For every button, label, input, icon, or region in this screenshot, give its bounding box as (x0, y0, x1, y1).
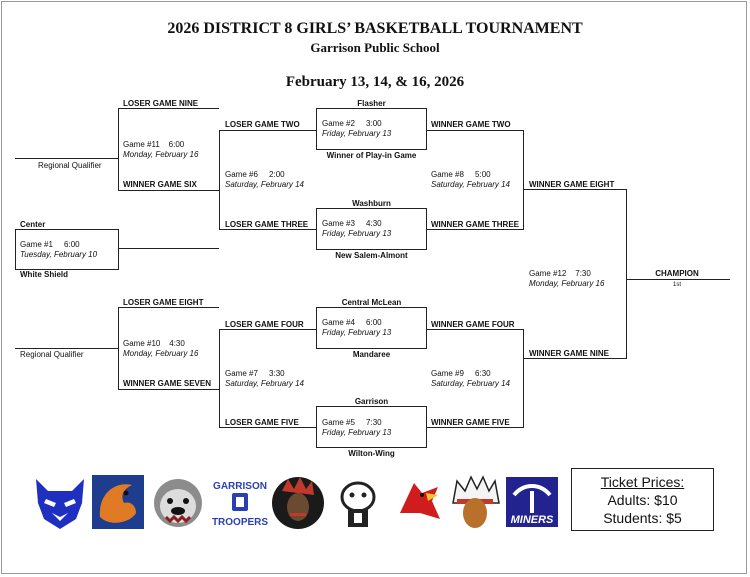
team-center: Center (20, 220, 46, 229)
team-winner-play-in: Winner of Play-in Game (326, 151, 417, 160)
label-loser-game-three: LOSER GAME THREE (225, 220, 309, 229)
game-8-time: Game #8 5:00 (431, 170, 491, 179)
svg-text:TROOPERS: TROOPERS (212, 517, 268, 528)
game-9-time: Game #9 6:30 (431, 369, 491, 378)
label-champion-place: 1st (672, 282, 681, 288)
game-7-time: Game #7 3:30 (225, 369, 285, 378)
ticket-prices-title: Ticket Prices: (600, 474, 685, 490)
team-central-mclean: Central McLean (341, 298, 402, 307)
label-winner-game-four: WINNER GAME FOUR (431, 320, 515, 329)
label-regional-qualifier-top: Regional Qualifier (38, 161, 102, 170)
label-loser-game-eight: LOSER GAME EIGHT (123, 298, 204, 307)
game-2-day: Friday, February 13 (322, 129, 392, 138)
game-6-time: Game #6 2:00 (225, 170, 285, 179)
game-12-time: Game #12 7:30 (529, 269, 591, 278)
game-4-day: Friday, February 13 (322, 328, 392, 337)
wildcat-logo-icon (32, 473, 88, 531)
game-5-time: Game #5 7:30 (322, 418, 382, 427)
label-winner-game-seven: WINNER GAME SEVEN (123, 379, 212, 388)
chief-logo-icon (447, 473, 503, 531)
label-winner-game-three: WINNER GAME THREE (431, 220, 519, 229)
game-box-1 (15, 229, 119, 270)
game-8-day: Saturday, February 14 (431, 180, 511, 189)
game-1-time: Game #1 6:00 (20, 240, 80, 249)
warrior-headdress-logo-icon (270, 473, 326, 531)
game-7-day: Saturday, February 14 (225, 379, 305, 388)
label-winner-game-two: WINNER GAME TWO (431, 120, 511, 129)
label-loser-game-four: LOSER GAME FOUR (225, 320, 304, 329)
svg-text:GARRISON: GARRISON (213, 481, 267, 492)
label-winner-game-nine: WINNER GAME NINE (529, 349, 609, 358)
team-garrison: Garrison (354, 397, 389, 406)
team-flasher: Flasher (357, 99, 386, 108)
game-3-time: Game #3 4:30 (322, 219, 382, 228)
cardinal-logo-icon (392, 473, 448, 531)
team-mandaree: Mandaree (352, 350, 391, 359)
bulldog-bw-logo-icon (330, 473, 386, 531)
game-9-day: Saturday, February 14 (431, 379, 511, 388)
game-12-day: Monday, February 16 (529, 279, 605, 288)
game-11-day: Monday, February 16 (123, 150, 199, 159)
bulldog-logo-icon (150, 473, 206, 531)
label-winner-game-eight: WINNER GAME EIGHT (529, 180, 615, 189)
team-white-shield: White Shield (20, 270, 68, 279)
label-winner-game-six: WINNER GAME SIX (123, 180, 197, 189)
game-box-3 (316, 208, 427, 250)
garrison-troopers-logo-icon: GARRISON TROOPERS (212, 473, 268, 531)
label-champion: CHAMPION (655, 269, 699, 278)
game-2-time: Game #2 3:00 (322, 119, 382, 128)
label-loser-game-two: LOSER GAME TWO (225, 120, 300, 129)
team-wilton-wing: Wilton-Wing (348, 449, 395, 458)
team-washburn: Washburn (352, 199, 391, 208)
host-school: Garrison Public School (310, 40, 440, 55)
game-5-day: Friday, February 13 (322, 428, 392, 437)
label-loser-game-five: LOSER GAME FIVE (225, 418, 299, 427)
game-11-time: Game #11 6:00 (123, 140, 185, 149)
game-box-5 (316, 406, 427, 448)
svg-text:MINERS: MINERS (511, 514, 554, 526)
ticket-price-students: Students: $5 (603, 510, 682, 526)
label-loser-game-nine: LOSER GAME NINE (123, 99, 199, 108)
label-winner-game-five: WINNER GAME FIVE (431, 418, 510, 427)
team-new-salem-almont: New Salem-Almont (335, 251, 408, 260)
tournament-dates: February 13, 14, & 16, 2026 (285, 74, 465, 90)
game-3-day: Friday, February 13 (322, 229, 392, 238)
miners-logo-icon: MINERS (504, 473, 560, 531)
game-6-day: Saturday, February 14 (225, 180, 305, 189)
label-regional-qualifier-bottom: Regional Qualifier (20, 350, 84, 359)
dragon-logo-icon (90, 473, 146, 531)
game-10-time: Game #10 4:30 (123, 339, 185, 348)
tournament-title: 2026 DISTRICT 8 GIRLS’ BASKETBALL TOURNA… (167, 20, 583, 37)
game-1-day: Tuesday, February 10 (20, 250, 98, 259)
game-box-2 (316, 108, 427, 150)
game-10-day: Monday, February 16 (123, 349, 199, 358)
ticket-prices-box: Ticket Prices: Adults: $10 Students: $5 (571, 468, 714, 531)
ticket-price-adults: Adults: $10 (607, 492, 678, 508)
game-box-4 (316, 307, 427, 349)
game-4-time: Game #4 6:00 (322, 318, 382, 327)
